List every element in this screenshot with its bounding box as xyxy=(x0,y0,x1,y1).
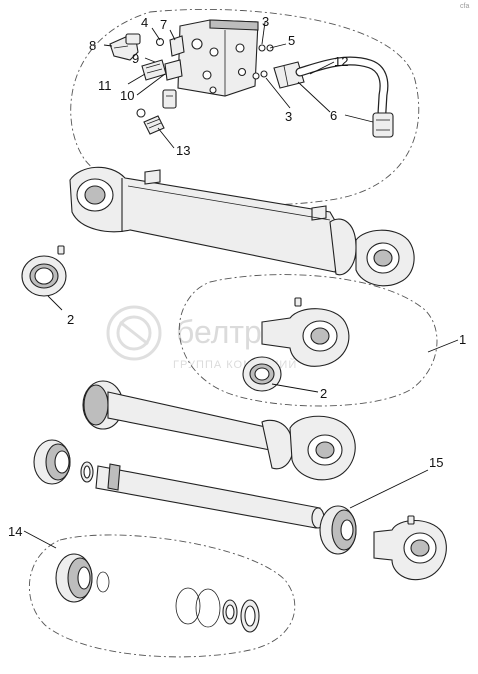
callout-2-left: 2 xyxy=(67,312,74,327)
corner-mark: cfa xyxy=(460,3,469,10)
cylinder-barrel xyxy=(69,166,357,276)
piston-seal-set xyxy=(33,439,94,485)
callout-labels: 4 7 8 9 3 5 11 10 12 3 6 13 2 2 1 15 14 xyxy=(8,14,466,539)
small-plug xyxy=(155,37,165,47)
bare-piston-rod xyxy=(95,463,325,529)
callout-2-middle: 2 xyxy=(320,386,327,401)
bushing-left xyxy=(21,245,67,297)
callout-5: 5 xyxy=(288,33,295,48)
callout-14: 14 xyxy=(8,524,22,539)
callout-4: 4 xyxy=(141,15,148,30)
straight-fitting xyxy=(273,61,305,89)
callout-10: 10 xyxy=(120,88,134,103)
leader-lines xyxy=(23,21,459,549)
separate-rod-eye xyxy=(373,515,447,580)
valve-group-outline xyxy=(70,8,420,206)
pipe-nut xyxy=(372,112,394,138)
callout-15: 15 xyxy=(429,455,443,470)
rod-guide xyxy=(319,505,357,555)
callout-8: 8 xyxy=(89,38,96,53)
check-valve xyxy=(141,59,167,81)
bushing-middle xyxy=(242,356,282,392)
valve-block xyxy=(177,19,259,97)
callout-3-top: 3 xyxy=(262,14,269,29)
left-port-fitting xyxy=(164,59,183,81)
seal-kit xyxy=(55,553,260,633)
hydraulic-pipe xyxy=(295,56,389,117)
barrel-eye xyxy=(355,229,415,287)
side-port-fitting xyxy=(169,35,185,57)
callout-7: 7 xyxy=(160,17,167,32)
callout-12: 11 xyxy=(98,78,112,93)
callout-11: 12 xyxy=(334,54,348,69)
callout-9: 9 xyxy=(132,51,139,66)
ball-part xyxy=(136,108,146,118)
elbow-fitting xyxy=(109,33,141,61)
rod-end-group-outline xyxy=(178,274,438,407)
rod-end-eye xyxy=(261,297,350,367)
piston-rod-assembly xyxy=(82,380,356,481)
callout-13: 13 xyxy=(176,143,190,158)
callout-6: 6 xyxy=(330,108,337,123)
callout-1: 1 xyxy=(459,332,466,347)
callout-3-bottom: 3 xyxy=(285,109,292,124)
clip-part xyxy=(162,89,177,109)
seal-kit-group-outline xyxy=(29,534,296,658)
